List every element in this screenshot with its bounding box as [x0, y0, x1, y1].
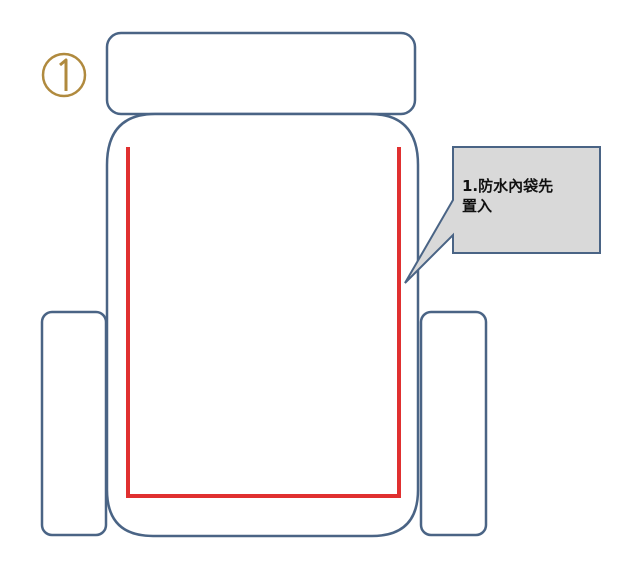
step-number-badge	[41, 52, 87, 98]
callout-box	[404, 146, 601, 284]
callout-text: 1.防水內袋先 置入	[462, 177, 554, 215]
top-lid	[105, 31, 417, 116]
left-side-pocket	[40, 310, 108, 537]
right-side-pocket	[419, 310, 488, 537]
waterproof-liner	[126, 147, 401, 498]
main-body	[105, 112, 420, 538]
